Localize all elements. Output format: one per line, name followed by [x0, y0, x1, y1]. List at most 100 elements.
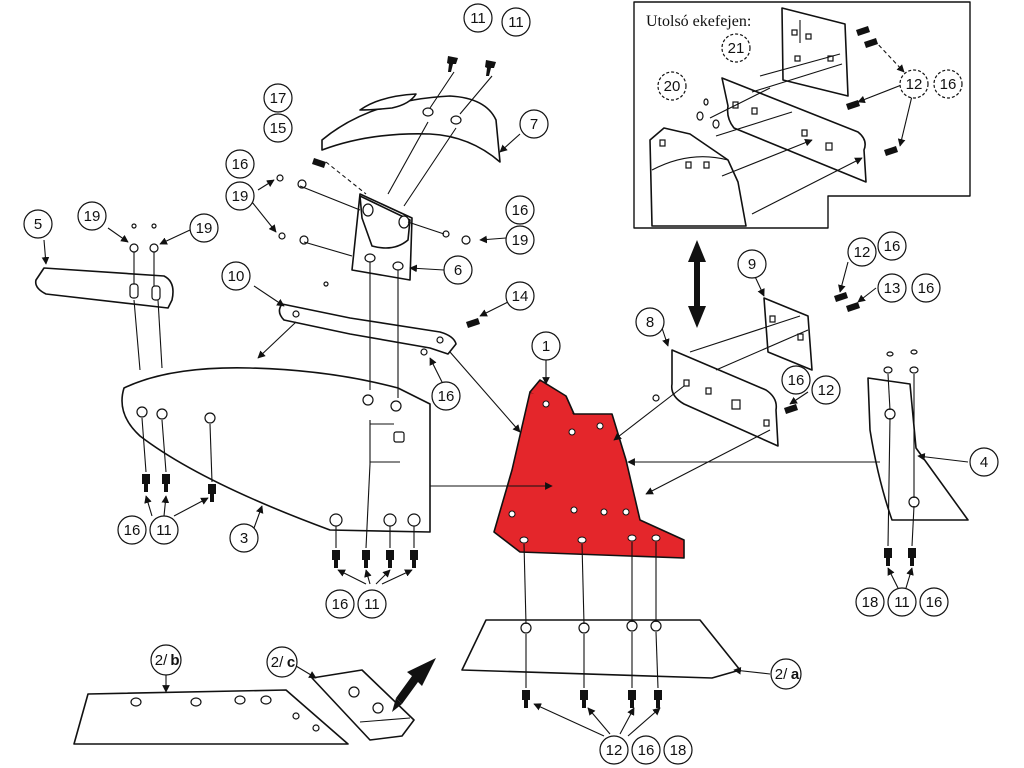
svg-text:14: 14 [512, 288, 529, 305]
svg-text:19: 19 [196, 220, 213, 237]
svg-text:12: 12 [606, 742, 623, 759]
callout-4: 4 [969, 447, 999, 477]
part-2a-share [461, 619, 741, 679]
inset-last-plough-head: Utolsó ekefejen: [633, 1, 971, 229]
svg-text:16: 16 [918, 280, 935, 297]
inset-title: Utolsó ekefejen: [646, 13, 751, 30]
callout-11-mould-left: 11 [149, 515, 179, 545]
callout-12-plate8: 12 [811, 375, 841, 405]
svg-text:2/: 2/ [155, 652, 168, 669]
svg-text:4: 4 [980, 454, 988, 471]
part-3-mouldboard [121, 367, 431, 533]
svg-text:16: 16 [940, 76, 957, 93]
callout-14: 14 [505, 281, 535, 311]
callout-19-part5-left: 19 [77, 201, 107, 231]
callout-18-landside: 18 [855, 587, 885, 617]
callout-16-mould-left: 16 [117, 515, 147, 545]
callout-12-plate9: 12 [847, 237, 877, 267]
callout-2a: 2/ a [770, 658, 802, 690]
callout-16-plate9-a: 16 [877, 231, 907, 261]
part-4-landside [867, 349, 969, 521]
svg-text:18: 18 [670, 742, 687, 759]
callout-3: 3 [229, 523, 259, 553]
svg-text:11: 11 [156, 522, 172, 539]
inset-plate-20 [721, 77, 867, 183]
svg-text:17: 17 [270, 90, 287, 107]
callout-11-top-a: 11 [463, 3, 493, 33]
svg-text:16: 16 [926, 594, 943, 611]
svg-text:18: 18 [862, 594, 879, 611]
svg-text:c: c [287, 654, 295, 671]
svg-text:16: 16 [124, 522, 141, 539]
callout-16-plate8: 16 [781, 365, 811, 395]
callout-9: 9 [737, 249, 767, 279]
svg-text:12: 12 [906, 76, 923, 93]
svg-text:20: 20 [664, 78, 681, 95]
svg-text:16: 16 [332, 596, 349, 613]
callout-6: 6 [443, 255, 473, 285]
svg-text:19: 19 [512, 232, 529, 249]
callout-11-mould-bottom: 11 [357, 589, 387, 619]
part-10-bar [278, 303, 457, 355]
svg-text:b: b [170, 652, 179, 669]
washer-set [129, 174, 660, 402]
callout-10: 10 [221, 261, 251, 291]
callout-12-inset: 12 [899, 69, 929, 99]
svg-text:16: 16 [438, 388, 455, 405]
svg-text:19: 19 [232, 188, 249, 205]
callout-16-right-a: 16 [505, 195, 535, 225]
svg-text:15: 15 [270, 120, 287, 137]
part-6-bracket [351, 193, 413, 281]
part-8-plate [670, 349, 779, 447]
svg-text:21: 21 [728, 40, 745, 57]
part-5-bar [34, 267, 174, 309]
callout-5: 5 [23, 209, 53, 239]
svg-text:2/: 2/ [775, 666, 788, 683]
callout-16-landside: 16 [919, 587, 949, 617]
svg-text:11: 11 [364, 596, 380, 613]
inset-body-fragment [649, 127, 747, 227]
callout-12-bottom: 12 [599, 735, 629, 765]
part-2c-point [311, 669, 415, 741]
double-headed-arrow-icon [688, 240, 706, 328]
callout-16-bottom: 16 [631, 735, 661, 765]
callout-11-top-b: 11 [501, 7, 531, 37]
svg-text:16: 16 [512, 202, 529, 219]
svg-text:3: 3 [240, 530, 248, 547]
svg-text:16: 16 [884, 238, 901, 255]
svg-text:2/: 2/ [271, 654, 284, 671]
svg-text:16: 16 [788, 372, 805, 389]
callout-15: 15 [263, 113, 293, 143]
svg-text:16: 16 [232, 156, 249, 173]
callout-18-bottom: 18 [663, 735, 693, 765]
svg-text:7: 7 [530, 116, 538, 133]
svg-text:5: 5 [34, 216, 42, 233]
callout-2c: 2/ c [266, 646, 298, 678]
bolt-icon [142, 56, 916, 708]
svg-text:16: 16 [638, 742, 655, 759]
callout-1: 1 [531, 331, 561, 361]
svg-text:11: 11 [508, 14, 524, 31]
svg-text:10: 10 [228, 268, 245, 285]
callout-8: 8 [635, 307, 665, 337]
callout-17: 17 [263, 83, 293, 113]
callout-19-part5-right: 19 [189, 213, 219, 243]
callout-11-landside: 11 [887, 587, 917, 617]
double-headed-arrow-icon [392, 658, 436, 712]
svg-text:12: 12 [818, 382, 835, 399]
callout-21: 21 [721, 33, 751, 63]
callout-16-inset: 16 [933, 69, 963, 99]
svg-text:9: 9 [748, 256, 756, 273]
part-1-frog [493, 379, 685, 559]
leader-lines [41, 71, 969, 737]
svg-text:1: 1 [542, 338, 550, 355]
callout-2b: 2/ b [150, 644, 182, 676]
inset-plate-21 [781, 7, 849, 97]
bolt-icon [846, 26, 898, 156]
callout-16-left-a: 16 [225, 149, 255, 179]
svg-text:11: 11 [470, 10, 486, 27]
part-9-plate [763, 297, 813, 371]
svg-text:a: a [791, 666, 800, 683]
callout-20: 20 [657, 71, 687, 101]
